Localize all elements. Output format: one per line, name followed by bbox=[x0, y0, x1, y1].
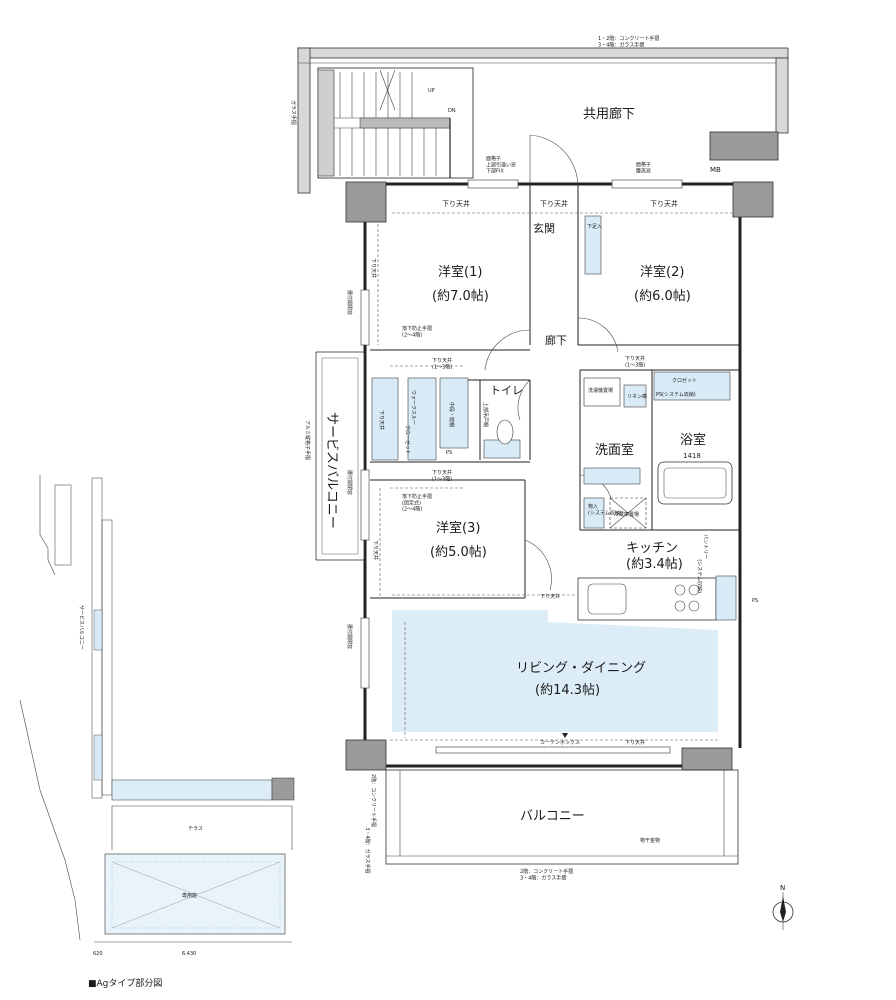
window-left-label: 面格子上部引違い窓下部FIX bbox=[486, 155, 516, 175]
top-rail bbox=[297, 47, 789, 194]
fall-rail-label-1: 落下防止手摺(2～4階) bbox=[402, 325, 432, 338]
drop-ceiling-label-5: 下り天井 bbox=[540, 593, 560, 600]
structural-columns bbox=[345, 131, 779, 771]
fridge-label: 冷蔵庫置場 bbox=[614, 511, 639, 518]
upper-shelf-label: 中段・枕棚 bbox=[448, 402, 455, 427]
mb-label: MB bbox=[710, 166, 721, 174]
glass-rail-label: ガラス手摺 bbox=[290, 100, 297, 125]
linen-label: リネン庫 bbox=[627, 393, 647, 400]
ps-label-1: PS bbox=[446, 450, 452, 456]
left-windows bbox=[360, 289, 370, 689]
alum-rail-label: アルミ縦格子手摺 bbox=[304, 420, 311, 460]
closet-label: クロゼット bbox=[672, 377, 697, 384]
inset-terrace-label: テラス bbox=[188, 826, 203, 832]
bathtub bbox=[657, 461, 733, 505]
living-area: (約14.3帖) bbox=[535, 683, 600, 698]
fixed-window-label-1: 腰付開閉窓 bbox=[346, 290, 353, 315]
corridor-label: 廊下 bbox=[545, 333, 567, 347]
stair-down-label: DN bbox=[448, 108, 456, 114]
washroom-fixtures bbox=[583, 377, 647, 485]
inset-private-garden-label: 専用庭 bbox=[182, 892, 197, 899]
kitchen-label: キッチン bbox=[626, 541, 678, 556]
fixed-window-label-2: 腰付開閉窓 bbox=[346, 470, 353, 495]
marker-triangle bbox=[562, 733, 568, 738]
drop-ceiling-label-v2: 下り天井 bbox=[372, 540, 379, 560]
bath-size: 1418 bbox=[683, 452, 701, 460]
shoe-box bbox=[584, 215, 602, 275]
drop-ceiling-13-label-3: 下り天井(1～3階) bbox=[432, 469, 452, 482]
storage-label: 物入(システム収納) bbox=[588, 503, 622, 516]
drop-ceiling-label-3: 下り天井 bbox=[650, 199, 678, 208]
stair-up-label: UP bbox=[428, 88, 435, 94]
living-floor bbox=[392, 610, 718, 732]
ps-label-3: PS bbox=[752, 598, 758, 604]
drying-label: 物干金物 bbox=[640, 837, 660, 844]
room2-area: (約6.0帖) bbox=[634, 289, 691, 304]
closet-drop-label: 下り天井 bbox=[378, 410, 385, 430]
room3-area: (約5.0帖) bbox=[430, 545, 487, 560]
shoe-box-label: 下足入 bbox=[587, 224, 602, 230]
walkthrough-closet bbox=[371, 377, 469, 461]
fall-rail-label-2: 落下防止手摺(固定式)(2～4階) bbox=[402, 493, 432, 513]
living-label: リビング・ダイニング bbox=[516, 661, 646, 676]
washroom-label: 洗面室 bbox=[595, 442, 634, 458]
room1-label: 洋室(1) bbox=[438, 264, 482, 280]
closet-system-label: (システム収納) bbox=[662, 391, 696, 398]
inset-dim2: 6,430 bbox=[182, 951, 196, 957]
common-corridor-label: 共用廊下 bbox=[583, 106, 635, 122]
drop-ceiling-label-2: 下り天井 bbox=[540, 199, 568, 208]
pantry-label: パントリー(システム収納) bbox=[696, 534, 708, 593]
drop-ceiling-label-4: 下り天井 bbox=[625, 739, 645, 746]
balcony-label: バルコニー bbox=[520, 809, 585, 824]
washer-label: 洗濯機置場 bbox=[588, 387, 613, 394]
inset-dim1: 620 bbox=[93, 951, 103, 957]
drop-ceiling-13-label-2: 下り天井(1～3階) bbox=[625, 355, 645, 368]
top-windows bbox=[467, 179, 683, 189]
kitchen-counter bbox=[577, 575, 737, 621]
room3-label: 洋室(3) bbox=[436, 520, 480, 536]
inset-plan bbox=[19, 475, 295, 943]
living-window bbox=[435, 746, 671, 754]
system-closet bbox=[653, 371, 731, 401]
drop-ceiling-13-label-1: 下り天井(1～3階) bbox=[432, 357, 452, 370]
drop-ceiling-label-v1: 下り天井 bbox=[370, 258, 377, 278]
balcony-rail-left-label: 2階：コンクリート手摺3・4階：ガラス手摺 bbox=[364, 774, 377, 873]
entrance-door[interactable] bbox=[529, 134, 579, 187]
north-arrow-icon bbox=[772, 892, 794, 930]
entrance-label: 玄関 bbox=[533, 221, 555, 235]
kitchen-area: (約3.4帖) bbox=[626, 557, 683, 572]
interior-walls bbox=[370, 184, 740, 599]
window-right-label: 面格子腰高窓 bbox=[636, 161, 651, 174]
staircase bbox=[317, 67, 474, 179]
room1-area: (約7.0帖) bbox=[432, 289, 489, 304]
curtain-box-label: カーテンボックス bbox=[540, 739, 580, 746]
walkthrough-closet-label: ウォークスルークローゼット bbox=[404, 390, 417, 455]
north-label: N bbox=[780, 884, 785, 892]
ps-label-2: PS bbox=[656, 392, 662, 398]
room2-label: 洋室(2) bbox=[640, 264, 684, 280]
service-balcony-label: サービスバルコニー bbox=[324, 412, 339, 529]
toilet-cabinet-label: 上部吊戸棚 bbox=[482, 402, 489, 427]
inset-caption: ■Agタイプ部分図 bbox=[88, 977, 162, 989]
bath-label: 浴室 bbox=[680, 432, 706, 448]
fixed-window-label-3: 腰付開閉窓 bbox=[346, 624, 353, 649]
inset-service-balcony-label: サービスバルコニー bbox=[78, 605, 85, 650]
toilet bbox=[483, 419, 521, 459]
toilet-label: トイレ bbox=[490, 384, 523, 397]
drop-ceiling-label-1: 下り天井 bbox=[442, 199, 470, 208]
balcony bbox=[385, 769, 739, 865]
service-balcony bbox=[315, 351, 365, 561]
kitchen-storage bbox=[583, 497, 647, 529]
